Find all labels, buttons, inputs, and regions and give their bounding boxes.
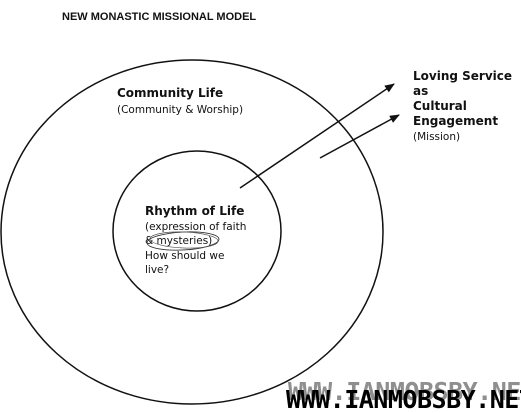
watermark-shadow: WWW.IANMOBSBY.NET <box>288 377 521 406</box>
rhythm-of-life-line-1: (expression of faith <box>145 221 246 233</box>
mission-label-line-2: as <box>413 84 428 98</box>
mission-label-line-1: Loving Service <box>413 69 512 83</box>
diagram-title: NEW MONASTIC MISSIONAL MODEL <box>62 11 256 23</box>
arrow-lower <box>319 114 400 159</box>
community-life-heading: Community Life <box>117 86 223 100</box>
watermark-text: WWW.IANMOBSBY.NET <box>286 385 521 413</box>
rhythm-of-life-line-4: live? <box>145 264 169 276</box>
arrow-upper <box>239 83 395 189</box>
mission-label-note: (Mission) <box>413 131 460 143</box>
community-life-subheading: (Community & Worship) <box>117 104 243 116</box>
rhythm-of-life-line-3: How should we <box>145 250 224 262</box>
mission-label-line-4: Engagement <box>413 114 498 128</box>
mysteries-highlight-scribble-2 <box>149 231 219 249</box>
outer-circle-community-life <box>0 59 384 405</box>
rhythm-of-life-line-2: & mysteries) <box>145 235 212 247</box>
rhythm-of-life-heading: Rhythm of Life <box>145 204 244 218</box>
mission-label-line-3: Cultural <box>413 99 467 113</box>
inner-circle-rhythm-of-life <box>112 150 282 312</box>
